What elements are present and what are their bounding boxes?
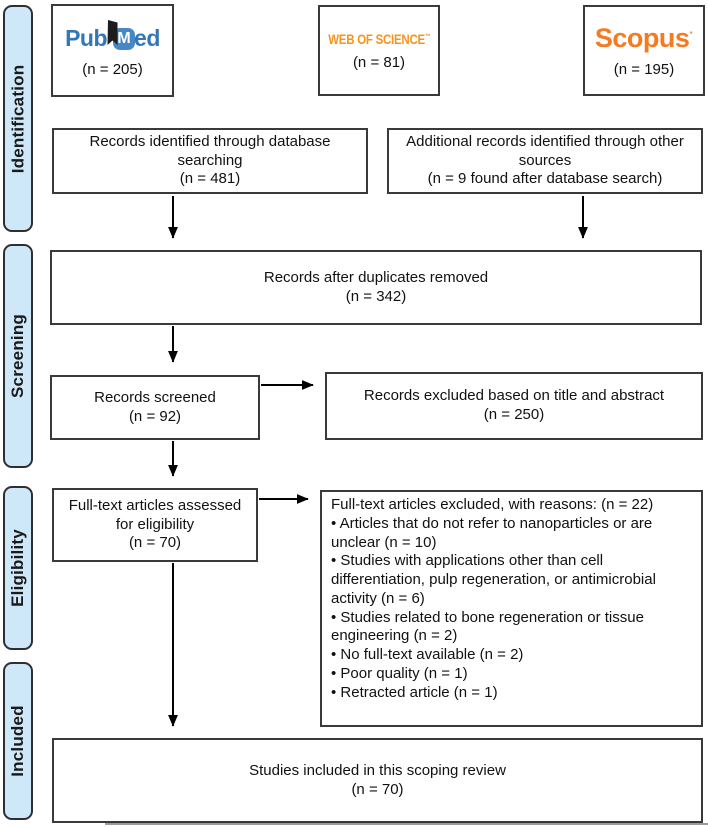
records-identified-title: Records identified through database sear… (89, 132, 331, 169)
scopus-trademark: · (689, 25, 694, 40)
scopus-logo: Scopus· (594, 23, 694, 54)
web-of-science-logo: WEB OF SCIENCE™ (328, 31, 430, 47)
records-excluded-title: Records excluded based on title and abst… (363, 387, 665, 405)
phase-screening: Screening (3, 244, 33, 468)
phase-screening-label: Screening (8, 314, 27, 398)
pubmed-count: (n = 205) (82, 60, 143, 78)
studies-included-count: (n = 70) (351, 780, 404, 798)
pubmed-logo-ed: ed (134, 25, 160, 51)
fulltext-excluded-reason: • Retracted article (n = 1) (331, 683, 498, 701)
fulltext-assessed-title: Full-text articles assessed for eligibil… (68, 496, 242, 533)
fulltext-assessed-box: Full-text articles assessed for eligibil… (52, 488, 258, 562)
records-identified-count: (n = 481) (179, 170, 241, 188)
pubmed-logo-pub: Pub (65, 25, 108, 51)
phase-eligibility-label: Eligibility (8, 529, 28, 607)
fulltext-excluded-reason: • Studies with applications other than c… (331, 552, 656, 607)
fulltext-excluded-reason: • Studies related to bone regeneration o… (331, 608, 644, 645)
pubmed-book-icon (106, 19, 119, 52)
records-identified-box: Records identified through database sear… (52, 128, 368, 194)
phase-included-label: Included (8, 705, 27, 777)
duplicates-removed-count: (n = 342) (345, 287, 407, 305)
additional-records-box: Additional records identified through ot… (387, 128, 703, 194)
records-screened-box: Records screened (n = 92) (50, 375, 260, 440)
fulltext-excluded-reason: • Poor quality (n = 1) (331, 664, 468, 682)
records-screened-count: (n = 92) (128, 407, 182, 425)
phase-identification-label: Identification (8, 64, 28, 173)
web-of-science-source-box: WEB OF SCIENCE™ (n = 81) (318, 5, 440, 96)
scopus-count: (n = 195) (613, 61, 675, 78)
scopus-logo-text: Scopus (594, 23, 690, 53)
fulltext-excluded-reason: • Articles that do not refer to nanopart… (331, 514, 653, 551)
phase-eligibility: Eligibility (3, 486, 33, 650)
studies-included-box: Studies included in this scoping review … (52, 738, 703, 823)
duplicates-removed-box: Records after duplicates removed (n = 34… (50, 250, 702, 325)
web-of-science-trademark: ™ (424, 32, 431, 40)
scopus-source-box: Scopus· (n = 195) (583, 5, 705, 96)
records-excluded-count: (n = 250) (483, 406, 545, 423)
web-of-science-logo-text: WEB OF SCIENCE (327, 30, 425, 47)
pubmed-logo-m: M (113, 27, 136, 50)
pubmed-source-box: Pub M ed (n = 205) (51, 4, 174, 97)
pubmed-logo: Pub M ed (65, 19, 160, 54)
phase-included: Included (3, 662, 33, 820)
additional-records-title: Additional records identified through ot… (406, 132, 684, 169)
fulltext-excluded-header: Full-text articles excluded, with reason… (331, 496, 654, 513)
bottom-divider (105, 823, 708, 825)
fulltext-assessed-count: (n = 70) (128, 534, 182, 552)
fulltext-excluded-box: Full-text articles excluded, with reason… (320, 490, 703, 727)
studies-included-title: Studies included in this scoping review (249, 761, 506, 779)
web-of-science-count: (n = 81) (352, 53, 406, 71)
fulltext-excluded-reason: • No full-text available (n = 2) (331, 646, 524, 663)
records-excluded-box: Records excluded based on title and abst… (325, 372, 703, 440)
additional-records-count: (n = 9 found after database search) (427, 170, 663, 188)
phase-identification: Identification (3, 5, 33, 232)
duplicates-removed-title: Records after duplicates removed (263, 268, 489, 286)
records-screened-title: Records screened (94, 388, 216, 406)
